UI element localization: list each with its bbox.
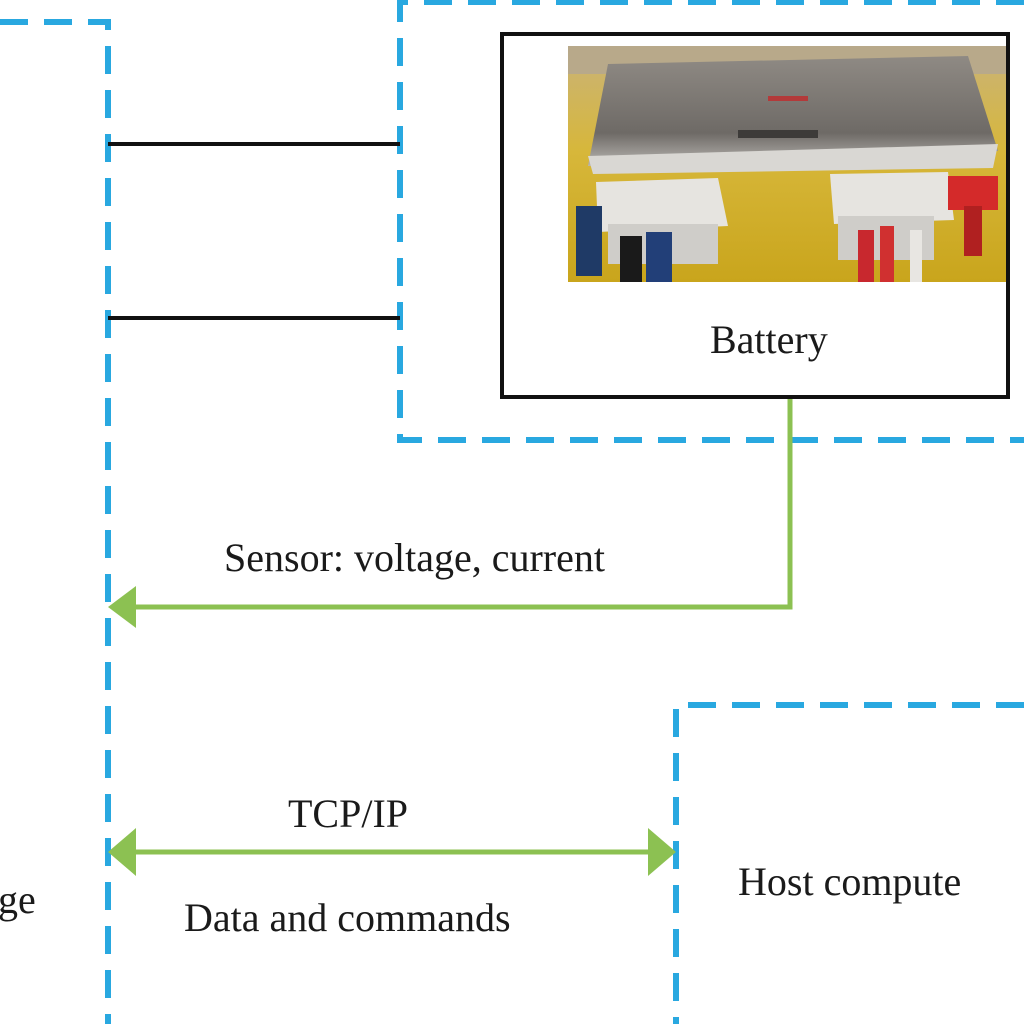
tcpip-arrow-head-left [108,828,136,876]
sensor-arrow-line [130,396,793,610]
left-block-label-fragment: ge [0,877,36,922]
battery-photo-drawing [568,46,1006,282]
data-commands-label: Data and commands [184,895,511,940]
host-computer-label: Host compute [738,859,962,904]
battery-box: Battery [500,32,1010,399]
host-block-dashed-border [673,702,1024,1024]
tcpip-label: TCP/IP [288,791,409,836]
battery-photo [568,46,1006,282]
sensor-arrow-head [108,586,136,628]
left-block-dashed-border [0,19,111,1024]
sensor-arrow-label: Sensor: voltage, current [224,535,605,580]
tcpip-arrow-head-right [648,828,676,876]
battery-block-dashed-border [397,0,1024,443]
battery-label: Battery [710,317,828,362]
